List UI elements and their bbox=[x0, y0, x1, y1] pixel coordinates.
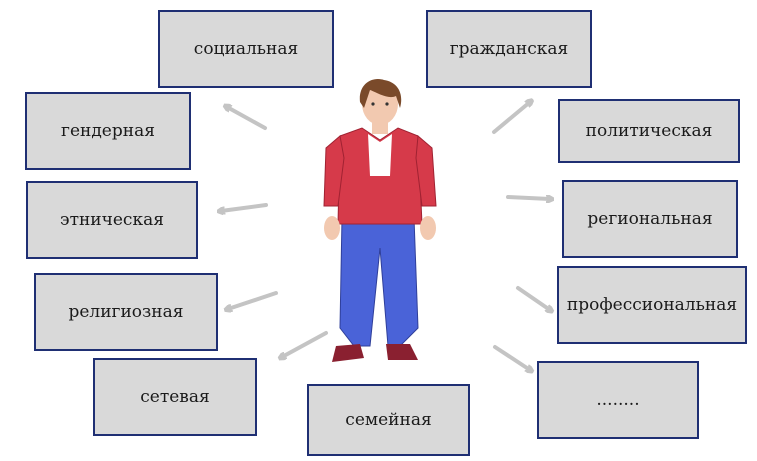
arrow-to-social bbox=[227, 107, 267, 130]
left-hand bbox=[324, 216, 340, 240]
box-family: семейная bbox=[307, 384, 470, 456]
hair bbox=[359, 78, 402, 108]
box-ethnic-label: этническая bbox=[60, 210, 164, 230]
arrow-to-regional bbox=[506, 197, 550, 199]
right-hand bbox=[420, 216, 436, 240]
arrow-to-civil bbox=[492, 102, 530, 134]
left-eye bbox=[371, 102, 375, 106]
jeans bbox=[339, 217, 419, 347]
left-sleeve bbox=[323, 135, 345, 207]
box-regional-label: региональная bbox=[587, 209, 713, 229]
box-network: сетевая bbox=[93, 358, 257, 436]
box-regional: региональная bbox=[562, 180, 738, 258]
arrow-to-other bbox=[493, 345, 530, 370]
right-shoe-icon bbox=[386, 344, 418, 360]
box-civil: гражданская bbox=[426, 10, 592, 88]
box-gender-label: гендерная bbox=[61, 121, 155, 141]
box-network-label: сетевая bbox=[140, 387, 210, 407]
box-other-label: ........ bbox=[596, 390, 640, 410]
box-religious: религиозная bbox=[34, 273, 218, 351]
box-social-label: социальная bbox=[193, 39, 299, 59]
arrow-to-network bbox=[282, 331, 328, 357]
undershirt bbox=[368, 134, 392, 176]
box-gender: гендерная bbox=[25, 92, 191, 170]
arrow-to-religious bbox=[228, 291, 278, 309]
box-religious-label: религиозная bbox=[68, 302, 184, 322]
box-political-label: политическая bbox=[585, 121, 713, 141]
arrow-to-ethnic bbox=[221, 203, 268, 211]
box-political: политическая bbox=[558, 99, 740, 163]
box-other: ........ bbox=[537, 361, 699, 439]
box-professional-label: профессиональная bbox=[566, 295, 738, 315]
box-civil-label: гражданская bbox=[449, 39, 569, 59]
person-illustration bbox=[323, 78, 437, 362]
left-shoe-icon bbox=[332, 344, 364, 362]
box-professional: профессиональная bbox=[557, 266, 747, 344]
box-ethnic: этническая bbox=[26, 181, 198, 259]
right-sleeve bbox=[415, 134, 437, 207]
box-social: социальная bbox=[158, 10, 334, 88]
arrow-to-professional bbox=[516, 286, 550, 310]
box-family-label: семейная bbox=[345, 410, 432, 430]
right-eye bbox=[385, 102, 389, 106]
